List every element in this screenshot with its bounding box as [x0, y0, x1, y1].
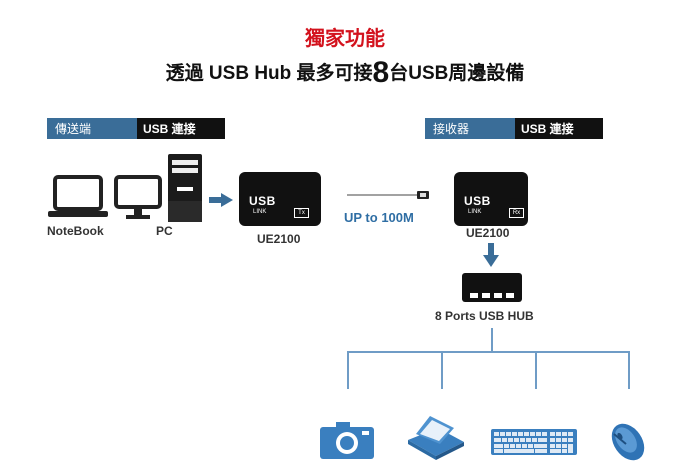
right-arrow-icon [209, 193, 233, 207]
transmitter-usb-text: USB [249, 194, 276, 208]
subtitle-number: 8 [372, 56, 390, 89]
receiver-device: USB LINK Rx [454, 172, 528, 226]
down-arrow-icon [483, 243, 499, 267]
range-label: UP to 100M [344, 210, 414, 225]
scanner-icon [408, 416, 464, 460]
tree-branch-line [347, 351, 630, 353]
mouse-icon [611, 423, 645, 461]
cable-icon [347, 191, 429, 199]
tree-drop-line [347, 351, 349, 389]
subtitle-text-before: 透過 USB Hub 最多可接 [165, 63, 373, 84]
hub-port-icon [482, 293, 490, 298]
page-subtitle: 透過 USB Hub 最多可接8台USB周邊設備 [0, 58, 690, 88]
transmitter-device: USB LINK Tx [239, 172, 321, 226]
receiver-conn-label: USB 連接 [515, 118, 603, 139]
sender-tag: 傳送端 USB 連接 [47, 118, 225, 139]
notebook-icon [48, 175, 108, 217]
receiver-role-label: 接收器 [425, 118, 515, 139]
tree-drop-line [628, 351, 630, 389]
hub-label: 8 Ports USB HUB [435, 309, 534, 323]
page-title: 獨家功能 [305, 28, 385, 50]
usb-hub-device [462, 273, 522, 302]
camera-icon [320, 422, 374, 459]
receiver-link-text: LINK [468, 209, 482, 215]
monitor-icon [114, 175, 162, 219]
receiver-badge: Rx [509, 208, 524, 218]
receiver-model-label: UE2100 [466, 226, 510, 240]
pc-tower-icon [168, 154, 202, 222]
receiver-usb-text: USB [464, 194, 491, 208]
receiver-tag: 接收器 USB 連接 [425, 118, 603, 139]
tree-drop-line [441, 351, 443, 389]
notebook-label: NoteBook [47, 224, 104, 238]
transmitter-badge: Tx [294, 208, 309, 218]
tree-drop-line [535, 351, 537, 389]
hub-port-icon [494, 293, 502, 298]
pc-label: PC [156, 224, 173, 238]
hub-port-icon [470, 293, 478, 298]
hub-port-icon [506, 293, 514, 298]
subtitle-text-after: 台USB周邊設備 [389, 63, 525, 84]
tree-trunk-line [491, 328, 493, 352]
sender-role-label: 傳送端 [47, 118, 137, 139]
sender-conn-label: USB 連接 [137, 118, 225, 139]
keyboard-icon [491, 429, 577, 455]
transmitter-model-label: UE2100 [257, 232, 301, 246]
transmitter-link-text: LINK [253, 209, 267, 215]
